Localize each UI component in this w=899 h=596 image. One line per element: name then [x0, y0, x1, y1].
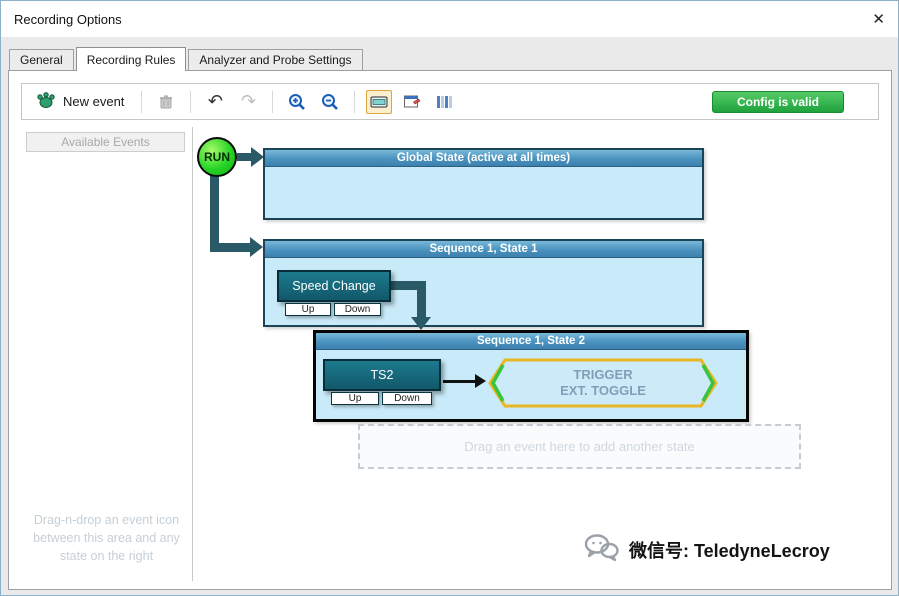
arrow-run-to-state1-horizontal: [210, 243, 252, 252]
window-title: Recording Options: [14, 11, 122, 27]
display-values-icon[interactable]: [366, 89, 393, 114]
speed-change-event[interactable]: Speed Change: [277, 270, 391, 302]
zoom-out-icon[interactable]: [317, 90, 343, 114]
tab-analyzer-and-probe-settings[interactable]: Analyzer and Probe Settings: [188, 49, 363, 70]
toolbar: New event ↶ ↷: [21, 83, 879, 120]
toolbar-separator: [190, 90, 192, 113]
speed-change-up-button[interactable]: Up: [285, 303, 331, 316]
arrowhead-run-to-state1: [250, 237, 263, 257]
trigger-ext-toggle-action[interactable]: TRIGGER EXT. TOGGLE: [487, 357, 719, 409]
speed-change-down-button[interactable]: Down: [334, 303, 381, 316]
zoom-in-icon[interactable]: [284, 90, 310, 114]
arrowhead-state1-to-state2: [411, 317, 431, 330]
available-events-header: Available Events: [26, 132, 185, 152]
drag-drop-hint: Drag-n-drop an event icon between this a…: [33, 512, 180, 563]
ts2-event[interactable]: TS2: [323, 359, 441, 391]
add-state-drop-zone[interactable]: Drag an event here to add another state: [358, 424, 801, 469]
diagram-canvas: RUN Global State (active at all times) S: [193, 127, 879, 581]
sequence1-state2-title: Sequence 1, State 2: [316, 333, 746, 350]
recording-rules-page: New event ↶ ↷: [8, 70, 892, 590]
tab-strip: General Recording Rules Analyzer and Pro…: [9, 47, 365, 71]
new-event-icon: [36, 91, 56, 112]
run-node[interactable]: RUN: [197, 137, 237, 177]
ts2-down-button[interactable]: Down: [382, 392, 432, 405]
arrowhead-run-to-global: [251, 147, 264, 167]
watermark-text: 微信号: TeledyneLecroy: [629, 540, 830, 561]
tab-general[interactable]: General: [9, 49, 74, 70]
config-status-badge: Config is valid: [712, 90, 844, 113]
tab-recording-rules[interactable]: Recording Rules: [75, 47, 187, 71]
title-bar: Recording Options ✕: [1, 1, 898, 37]
pattern-columns-icon[interactable]: [432, 90, 458, 114]
trigger-action-label: TRIGGER EXT. TOGGLE: [487, 357, 719, 409]
ts2-up-button[interactable]: Up: [331, 392, 379, 405]
toolbar-separator: [354, 90, 356, 113]
available-events-panel: Available Events Drag-n-drop an event ic…: [21, 127, 193, 581]
workspace: Available Events Drag-n-drop an event ic…: [21, 127, 879, 581]
close-button[interactable]: ✕: [872, 11, 885, 28]
arrow-run-to-global: [237, 153, 251, 161]
arrow-state1-to-state2-horizontal: [391, 281, 425, 290]
toolbar-separator: [272, 90, 274, 113]
global-state-box[interactable]: Global State (active at all times): [263, 148, 704, 220]
trigger-action-line1: TRIGGER: [573, 367, 633, 382]
wechat-icon: [583, 533, 619, 566]
arrow-run-to-state1-vertical: [210, 175, 219, 252]
new-event-button[interactable]: New event: [30, 89, 130, 114]
arrowhead-ts2-to-trigger: [475, 374, 486, 388]
properties-icon[interactable]: [399, 90, 425, 114]
redo-icon[interactable]: ↷: [235, 90, 261, 114]
delete-event-icon[interactable]: [153, 90, 179, 114]
toolbar-separator: [141, 90, 143, 113]
new-event-label: New event: [63, 94, 125, 109]
arrow-ts2-to-trigger: [443, 380, 475, 383]
dialog-body: General Recording Rules Analyzer and Pro…: [1, 37, 898, 595]
undo-icon[interactable]: ↶: [202, 90, 228, 114]
trigger-action-line2: EXT. TOGGLE: [560, 383, 646, 398]
watermark: 微信号: TeledyneLecroy: [583, 533, 830, 566]
arrow-state1-to-state2-vertical: [417, 281, 426, 319]
global-state-title: Global State (active at all times): [265, 150, 702, 167]
sequence1-state1-title: Sequence 1, State 1: [265, 241, 702, 258]
trigger-hexagon-shape: [488, 358, 718, 408]
